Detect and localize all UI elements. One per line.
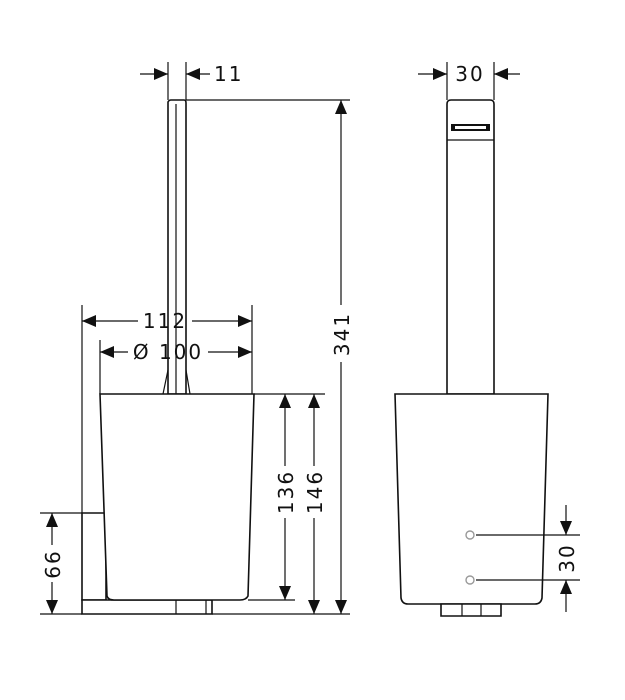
arrowhead [82,315,96,327]
dim-wall-mount-height: 66 [41,549,65,578]
handle-neck [162,369,191,395]
dim-hole-spacing: 30 [555,543,579,572]
side-cup [394,393,549,605]
arrowhead [433,68,447,80]
side-view: 30 30 [394,62,580,617]
arrowhead [46,513,58,527]
dim-cup-diameter: Ø 100 [133,340,203,364]
arrowhead [494,68,508,80]
front-view: 11 112 Ø 100 341 136 146 [40,62,354,615]
mounting-hole-icon [465,530,475,540]
arrowhead [279,394,291,408]
dim-cup-height-inner: 136 [274,470,298,514]
arrowhead [238,315,252,327]
mounting-hole-icon [465,575,475,585]
arrowhead [560,521,572,535]
wall-bracket [81,512,107,601]
arrowhead [100,346,114,358]
side-base [440,603,502,617]
dim-overall-height: 341 [330,312,354,356]
arrowhead [186,68,200,80]
dim-cup-height-outer: 146 [303,470,327,514]
brush-handle [167,99,187,395]
arrowhead [335,100,347,114]
dim-overall-width: 112 [143,309,187,333]
side-bracket [446,99,495,395]
arrowhead [46,600,58,614]
arrowhead [560,580,572,594]
arrowhead [279,586,291,600]
arrowhead [238,346,252,358]
arrowhead [308,600,320,614]
arrowhead [335,600,347,614]
bracket-slot-inner [455,126,486,129]
arrowhead [308,394,320,408]
dim-handle-width: 11 [214,62,243,86]
dim-bracket-width: 30 [455,62,484,86]
brush-cup [99,393,255,601]
base-plate [81,599,213,615]
arrowhead [154,68,168,80]
